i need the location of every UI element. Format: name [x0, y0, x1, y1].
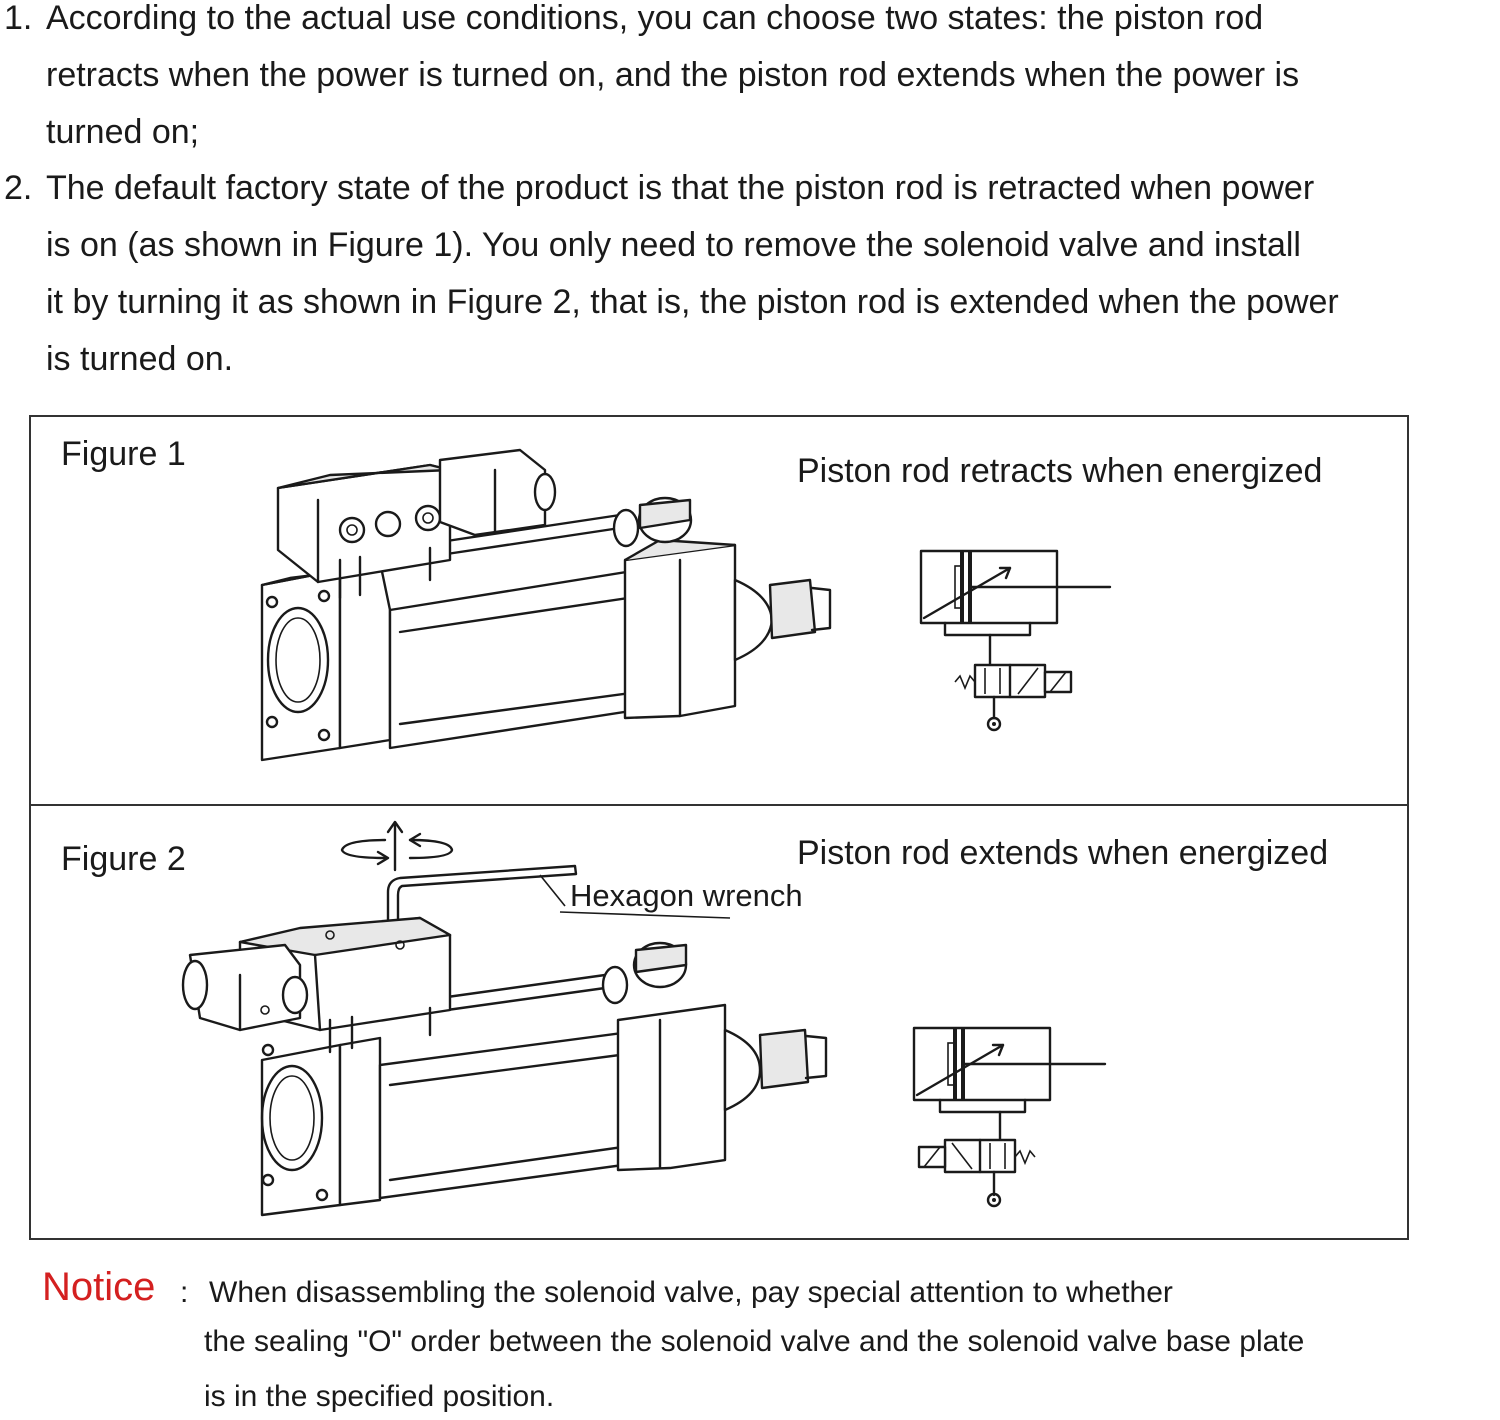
figure-divider	[29, 804, 1407, 806]
notice-title: Notice	[42, 1265, 156, 1309]
figure-1-cylinder-symbol	[919, 549, 1112, 637]
hexagon-wrench-icon	[386, 864, 731, 937]
figure-1-solenoid-valve	[276, 448, 557, 600]
instruction-2-line-1: The default factory state of the product…	[46, 169, 1315, 207]
figure-2-valve-symbol	[917, 1110, 1036, 1208]
instruction-1-line-1: According to the actual use conditions, …	[46, 0, 1264, 37]
figure-1-label: Figure 1	[61, 435, 186, 473]
instruction-2-line-4: is turned on.	[46, 340, 234, 378]
instruction-2-line-3: it by turning it as shown in Figure 2, t…	[46, 283, 1339, 321]
figure-2-caption: Piston rod extends when energized	[797, 834, 1329, 872]
rotation-arrows-icon	[340, 820, 454, 872]
figure-2-solenoid-valve	[181, 916, 452, 1054]
notice-line-3: is in the specified position.	[204, 1380, 555, 1413]
figure-2-cylinder-symbol	[912, 1026, 1107, 1114]
instruction-1-line-3: turned on;	[46, 113, 200, 151]
figure-2-label: Figure 2	[61, 840, 186, 878]
instruction-1-line-2: retracts when the power is turned on, an…	[46, 56, 1300, 94]
notice-line-2: the sealing "O" order between the soleno…	[204, 1325, 1305, 1358]
instruction-1-number: 1.	[4, 0, 33, 37]
figure-frame	[29, 415, 1409, 1240]
figure-1-valve-symbol	[954, 633, 1073, 732]
notice-line-1: When disassembling the solenoid valve, p…	[209, 1276, 1173, 1309]
notice-colon: :	[180, 1276, 189, 1309]
instruction-2-number: 2.	[4, 169, 33, 207]
instruction-2-line-2: is on (as shown in Figure 1). You only n…	[46, 226, 1301, 264]
figure-1-caption: Piston rod retracts when energized	[797, 452, 1323, 490]
hexagon-wrench-label: Hexagon wrench	[570, 878, 803, 913]
